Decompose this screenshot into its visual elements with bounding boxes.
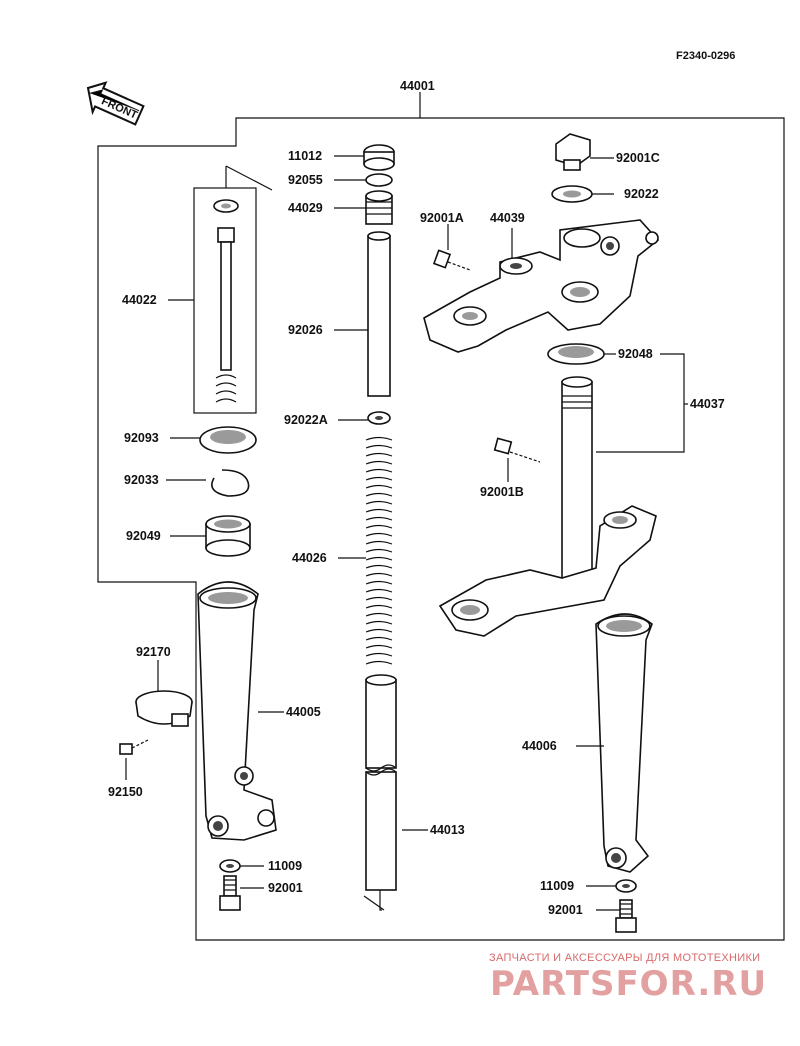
label-92026: 92026: [288, 323, 323, 337]
label-44039: 44039: [490, 211, 525, 225]
leader-lines: [125, 92, 688, 911]
circlip: [211, 469, 250, 497]
top-washer: [551, 185, 593, 203]
label-92001B: 92001B: [480, 485, 524, 499]
inner-tube: [365, 674, 397, 891]
label-44013: 44013: [430, 823, 465, 837]
label-92001-left: 92001: [268, 881, 303, 895]
spring-seat: [367, 411, 391, 425]
label-92001-right: 92001: [548, 903, 583, 917]
fork-cap: [363, 144, 395, 171]
o-ring: [365, 173, 393, 187]
watermark-logo: PARTSFOR.RU: [490, 964, 768, 1004]
steering-stem: [438, 376, 657, 637]
spacer-collar: [365, 190, 393, 225]
label-11009-right: 11009: [540, 879, 574, 893]
left-outer-tube: [197, 581, 277, 841]
stem-bolt: [493, 437, 541, 463]
right-washer: [615, 879, 637, 893]
diagram-code: F2340-0296: [676, 50, 736, 62]
assembly-outline: [97, 117, 785, 941]
label-11012: 11012: [288, 149, 322, 163]
right-outer-tube: [595, 613, 653, 873]
label-44022: 44022: [122, 293, 157, 307]
label-92093: 92093: [124, 431, 159, 445]
oil-seal: [199, 426, 257, 454]
holder-bolt: [432, 249, 471, 271]
label-44026: 44026: [292, 551, 327, 565]
clamp-screw: [119, 739, 149, 755]
top-bolt: [555, 133, 591, 171]
label-44029: 44029: [288, 201, 323, 215]
label-92022A: 92022A: [284, 413, 328, 427]
handlebar-holder: [423, 219, 660, 353]
label-44037: 44037: [690, 397, 725, 411]
label-92001C: 92001C: [616, 151, 660, 165]
front-arrow-icon: FRONT: [86, 81, 145, 126]
right-bolt: [615, 899, 637, 933]
label-44006: 44006: [522, 739, 557, 753]
label-92055: 92055: [288, 173, 323, 187]
label-92150: 92150: [108, 785, 143, 799]
bushing: [205, 515, 251, 557]
label-92049: 92049: [126, 529, 161, 543]
hose-clamp: [135, 690, 193, 727]
label-92001A: 92001A: [420, 211, 464, 225]
watermark-caption: ЗАПЧАСТИ И АКСЕССУАРЫ ДЛЯ МОТОТЕХНИКИ: [489, 952, 761, 964]
fork-spring: [365, 436, 393, 665]
label-44005: 44005: [286, 705, 321, 719]
label-92033: 92033: [124, 473, 159, 487]
label-44001: 44001: [400, 79, 435, 93]
left-washer: [219, 859, 241, 873]
steering-bearing: [547, 343, 605, 365]
left-bolt: [219, 875, 241, 911]
label-92048: 92048: [618, 347, 653, 361]
label-92022: 92022: [624, 187, 659, 201]
label-11009-left: 11009: [268, 859, 302, 873]
damper-rod: [213, 199, 239, 403]
spacer-tube: [367, 231, 391, 397]
label-92170: 92170: [136, 645, 171, 659]
